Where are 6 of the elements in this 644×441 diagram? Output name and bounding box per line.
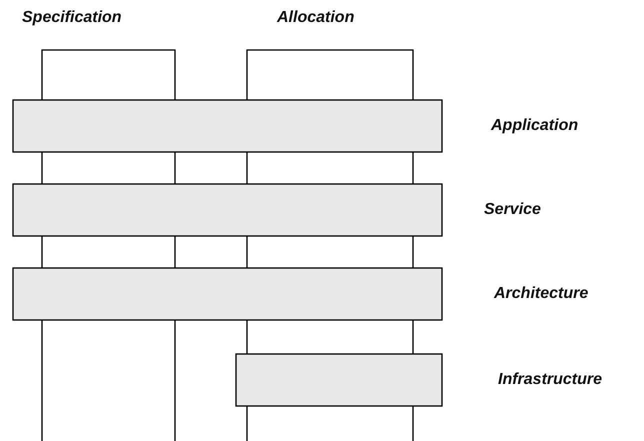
column-heading: Allocation <box>277 8 354 28</box>
layer-label: Application <box>491 116 578 136</box>
layer-label: Infrastructure <box>498 370 602 390</box>
layer-label: Service <box>484 200 541 220</box>
layer-label: Architecture <box>494 284 588 304</box>
column-heading: Specification <box>22 8 122 28</box>
